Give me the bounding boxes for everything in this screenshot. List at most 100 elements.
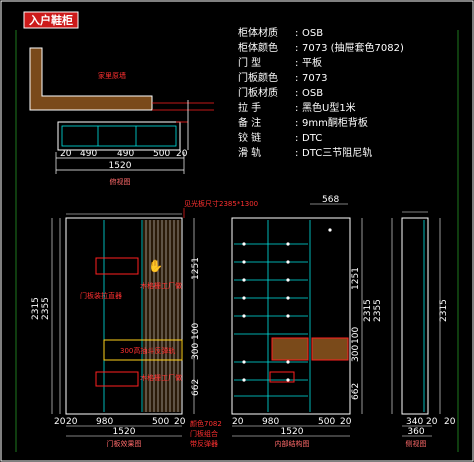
- inner-drawer-right: [311, 337, 349, 361]
- inner-caption: 内部结构图: [275, 439, 310, 448]
- plan-dim-1: 490: [80, 149, 97, 159]
- inner-dim-r4: 300: [351, 345, 361, 362]
- side-caption: 侧视图: [406, 439, 427, 448]
- svg-text::: :: [295, 88, 298, 99]
- side-view: 2315 20 340 20 360 侧视图: [391, 211, 456, 448]
- inner-frame: [231, 217, 351, 415]
- spec-row-6: 备 注: 9mm酮柜背板: [238, 116, 368, 129]
- spec-row-3: 门板颜色: 7073: [238, 71, 327, 84]
- side-dim-height: 2315: [439, 299, 449, 322]
- grain-label-2: 木格栅工厂做: [140, 373, 182, 382]
- spec-list: 柜体材质: OSB 柜体颜色: 7073 (抽屉套色7082) 门 型: 平板 …: [238, 26, 404, 159]
- shelf-pins: [242, 228, 332, 382]
- inner-view: 568 1251 100 300 6: [231, 195, 383, 448]
- svg-text::: :: [295, 43, 298, 54]
- drawer-label: 300高抽斗反弹轨: [120, 346, 175, 355]
- front-frame: [65, 217, 183, 415]
- plan-caption: 俯视图: [110, 177, 131, 186]
- plan-dim-4: 20: [176, 149, 188, 159]
- inner-dim-r3: 100: [351, 327, 361, 344]
- spec-row-0: 柜体材质: OSB: [238, 26, 323, 39]
- hand-cursor-icon: ✋: [148, 259, 163, 273]
- top-panel-note: 见光板尺寸2385*1300: [184, 199, 258, 208]
- inner-dim-r0: 2315: [363, 299, 373, 322]
- inner-shelves: [234, 243, 308, 397]
- side-total: 360: [407, 427, 424, 437]
- inner-bdim-2: 500: [318, 417, 335, 427]
- svg-text:柜体材质: 柜体材质: [238, 26, 278, 39]
- front-view: 见光板尺寸2385*1300 300高抽斗反弹轨 木格栅工厂做 木格栅工厂: [31, 199, 258, 448]
- plan-total: 1520: [109, 161, 132, 171]
- front-bdim-0: 20: [66, 417, 78, 427]
- inner-bdim-3: 20: [340, 417, 352, 427]
- svg-text:OSB: OSB: [302, 88, 323, 99]
- svg-text::: :: [295, 148, 298, 159]
- inner-top-dim: 568: [322, 195, 339, 205]
- front-caption: 门板效果图: [107, 439, 142, 448]
- svg-text::: :: [295, 103, 298, 114]
- door-handle-top: [95, 257, 139, 275]
- plan-view: 家里原墙 20 490 490 500 20 1520 俯视图: [29, 47, 214, 186]
- spec-row-8: 滑 轨: DTC三节阻尼轨: [238, 146, 372, 159]
- door-handle-bottom: [95, 371, 139, 387]
- spec-row-4: 门板材质: OSB: [238, 86, 323, 99]
- svg-text:黑色U型1米: 黑色U型1米: [302, 101, 356, 114]
- svg-text:DTC三节阻尼轨: DTC三节阻尼轨: [302, 146, 372, 159]
- svg-text::: :: [295, 73, 298, 84]
- inner-dim-r2: 1251: [351, 267, 361, 290]
- title-block: 入户鞋柜: [23, 11, 79, 29]
- svg-text:门板颜色: 门板颜色: [238, 71, 278, 84]
- svg-text::: :: [295, 118, 298, 129]
- svg-text:铰 链: 铰 链: [238, 131, 261, 144]
- spec-row-1: 柜体颜色: 7073 (抽屉套色7082): [238, 41, 404, 54]
- spec-row-2: 门 型: 平板: [238, 56, 322, 69]
- inner-dim-r1: 2355: [373, 299, 383, 322]
- svg-text:门板材质: 门板材质: [238, 86, 278, 99]
- side-bdim-1: 20: [426, 417, 438, 427]
- wood-grain-panel: [143, 220, 181, 412]
- front-dim-height-2: 2355: [41, 297, 51, 320]
- spec-row-7: 铰 链: DTC: [238, 131, 322, 144]
- inner-bdim-1: 980: [262, 417, 279, 427]
- inner-dim-r5: 662: [351, 383, 361, 400]
- note-rebound: 带反弹器: [190, 439, 218, 448]
- plan-dim-2: 490: [117, 149, 134, 159]
- front-dim-r0: 1251: [191, 257, 201, 280]
- front-drawer: [103, 339, 183, 361]
- front-bdim-2: 500: [152, 417, 169, 427]
- side-dim-plinth: 20: [444, 417, 456, 427]
- front-bdim-1: 980: [96, 417, 113, 427]
- page-title: 入户鞋柜: [29, 13, 73, 27]
- note-panel: 门板组合: [190, 429, 218, 438]
- svg-text:柜体颜色: 柜体颜色: [238, 41, 278, 54]
- inner-bdim-0: 20: [232, 417, 244, 427]
- svg-text:7073 (抽屉套色7082): 7073 (抽屉套色7082): [302, 41, 404, 54]
- front-total: 1520: [113, 427, 136, 437]
- svg-text::: :: [295, 28, 298, 39]
- wall-label: 家里原墙: [98, 71, 126, 80]
- front-bdim-3: 20: [174, 417, 186, 427]
- front-dim-r1: 100: [191, 323, 201, 340]
- svg-text:9mm酮柜背板: 9mm酮柜背板: [302, 116, 368, 129]
- svg-text:滑 轨: 滑 轨: [238, 146, 261, 159]
- plan-cabinet: [57, 121, 181, 151]
- svg-text:平板: 平板: [302, 56, 322, 69]
- side-frame: [401, 217, 429, 415]
- svg-text:DTC: DTC: [302, 133, 322, 144]
- svg-text:OSB: OSB: [302, 28, 323, 39]
- svg-text:7073: 7073: [302, 73, 327, 84]
- grain-label: 木格栅工厂做: [140, 281, 182, 290]
- plan-dim-3: 500: [153, 149, 170, 159]
- svg-text::: :: [295, 58, 298, 69]
- spec-row-5: 拉 手: 黑色U型1米: [238, 101, 356, 114]
- front-dim-r3: 662: [191, 379, 201, 396]
- note-color: 颜色7082: [190, 419, 222, 428]
- front-dim-r2: 300: [191, 343, 201, 360]
- svg-text:门 型: 门 型: [238, 56, 261, 69]
- inner-total: 1520: [281, 427, 304, 437]
- side-bdim-0: 340: [406, 417, 423, 427]
- front-dim-plinth: 20: [54, 417, 66, 427]
- plan-dim-0: 20: [60, 149, 72, 159]
